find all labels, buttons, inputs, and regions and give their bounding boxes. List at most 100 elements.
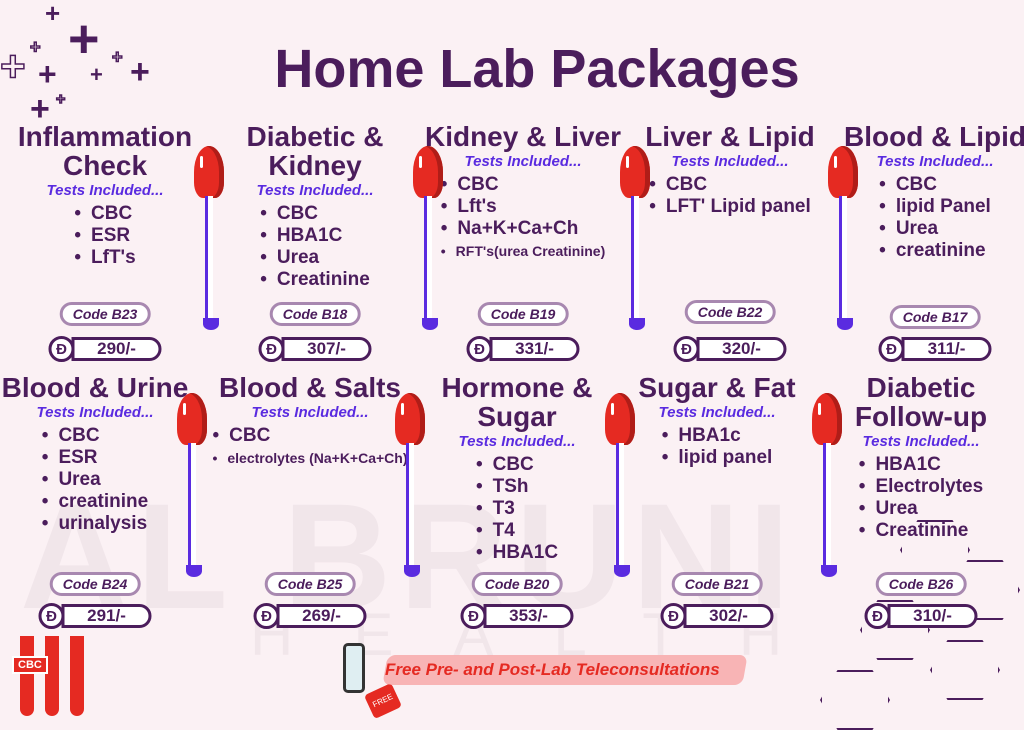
test-item: CBC xyxy=(42,425,148,447)
price-value: 331/- xyxy=(489,337,580,361)
test-item: ESR xyxy=(74,225,135,247)
test-item: urinalysis xyxy=(42,513,148,535)
test-list: CBCESRLfT's xyxy=(74,203,136,269)
tests-included-label: Tests Included... xyxy=(46,182,164,199)
test-item: HBA1C xyxy=(260,225,370,247)
test-list: HBA1CElectrolytesUreaCreatinine xyxy=(859,454,983,542)
tests-included-label: Tests Included... xyxy=(251,404,369,421)
package-code: Code B26 xyxy=(875,572,967,596)
package-card: Blood & Lipid Tests Included... CBClipid… xyxy=(830,122,1024,262)
page-title: Home Lab Packages xyxy=(274,39,800,99)
test-item: CBC xyxy=(212,425,407,447)
package-code: Code B19 xyxy=(477,302,569,326)
package-card: Liver & Lipid Tests Included... CBCLFT' … xyxy=(625,122,835,218)
pipette-icon xyxy=(395,393,425,583)
dirham-icon: Đ xyxy=(660,603,687,629)
test-item: LfT's xyxy=(74,247,136,269)
dirham-icon: Đ xyxy=(258,336,285,362)
package-card: Diabetic Follow-up Tests Included... HBA… xyxy=(816,373,1024,542)
test-item: Creatinine xyxy=(260,269,370,291)
price-value: 291/- xyxy=(61,604,152,628)
test-list: HBA1clipid panel xyxy=(662,425,773,469)
test-item: creatinine xyxy=(42,491,148,513)
dirham-icon: Đ xyxy=(864,603,891,629)
test-item: RFT's(urea Creatinine) xyxy=(441,240,606,262)
dirham-icon: Đ xyxy=(48,336,75,362)
test-item: Creatinine xyxy=(859,520,983,542)
test-list: CBCelectrolytes (Na+K+Ca+Ch) xyxy=(212,425,407,469)
test-item: Urea xyxy=(42,469,148,491)
plus-icon: + xyxy=(30,90,50,128)
free-tag: FREE xyxy=(363,682,403,720)
package-name: Diabetic Follow-up xyxy=(854,372,988,432)
package-code: Code B24 xyxy=(49,572,141,596)
dirham-icon: Đ xyxy=(878,336,905,362)
hexagon-decoration xyxy=(860,600,930,660)
teleconsultation-banner: Free Pre- and Post-Lab Teleconsultations xyxy=(385,660,720,679)
package-name: Blood & Lipid xyxy=(844,121,1024,152)
package-card: Blood & Salts Tests Included... CBCelect… xyxy=(205,373,415,469)
package-code: Code B21 xyxy=(671,572,763,596)
package-name: Inflammation Check xyxy=(17,121,193,181)
test-list: CBCLft'sNa+K+Ca+ChRFT's(urea Creatinine) xyxy=(441,174,606,262)
test-list: CBClipid PanelUreacreatinine xyxy=(879,174,991,262)
plus-outline-icon: + xyxy=(111,47,123,67)
package-name: Hormone & Sugar xyxy=(441,372,593,432)
tests-included-label: Tests Included... xyxy=(36,404,154,421)
dirham-icon: Đ xyxy=(673,336,700,362)
plus-icon: + xyxy=(90,62,103,87)
test-list: CBCLFT' Lipid panel xyxy=(649,174,811,218)
price-value: 307/- xyxy=(281,337,372,361)
cbc-label: CBC xyxy=(12,656,48,674)
price-value: 353/- xyxy=(483,604,574,628)
test-item: Urea xyxy=(260,247,370,269)
package-name: Liver & Lipid xyxy=(645,121,815,152)
plus-outline-icon: + xyxy=(55,91,66,109)
test-item: HBA1c xyxy=(662,425,773,447)
dirham-icon: Đ xyxy=(253,603,280,629)
pipette-icon xyxy=(620,146,650,336)
test-item: Na+K+Ca+Ch xyxy=(441,218,605,240)
test-list: CBCESRUreacreatinineurinalysis xyxy=(42,425,148,535)
package-card: Kidney & Liver Tests Included... CBCLft'… xyxy=(418,122,628,262)
test-item: lipid Panel xyxy=(879,196,991,218)
test-item: creatinine xyxy=(879,240,991,262)
test-item: TSh xyxy=(476,476,558,498)
dirham-icon: Đ xyxy=(466,336,493,362)
price-value: 310/- xyxy=(887,604,978,628)
test-item: CBC xyxy=(879,174,991,196)
plus-icon: + xyxy=(45,0,61,28)
tests-included-label: Tests Included... xyxy=(658,404,776,421)
package-name: Sugar & Fat xyxy=(638,372,796,403)
package-card: Hormone & Sugar Tests Included... CBCTSh… xyxy=(412,373,622,564)
test-item: Electrolytes xyxy=(859,476,983,498)
cbc-tubes-icon: CBC xyxy=(10,636,100,724)
price-value: 269/- xyxy=(276,604,367,628)
test-item: CBC xyxy=(441,174,605,196)
package-code: Code B18 xyxy=(269,302,361,326)
package-name: Blood & Salts xyxy=(218,372,401,403)
pipette-icon xyxy=(194,146,224,336)
test-item: T4 xyxy=(476,520,558,542)
package-name: Kidney & Liver xyxy=(424,121,622,152)
phone-doctor-icon xyxy=(343,643,365,693)
test-list: CBCTShT3T4HBA1C xyxy=(476,454,558,564)
test-item: HBA1C xyxy=(476,542,558,564)
package-code: Code B20 xyxy=(471,572,563,596)
dirham-icon: Đ xyxy=(38,603,65,629)
pipette-icon xyxy=(605,393,635,583)
package-code: Code B23 xyxy=(59,302,151,326)
test-item: CBC xyxy=(74,203,135,225)
package-code: Code B22 xyxy=(684,300,776,324)
tests-included-label: Tests Included... xyxy=(876,153,994,170)
